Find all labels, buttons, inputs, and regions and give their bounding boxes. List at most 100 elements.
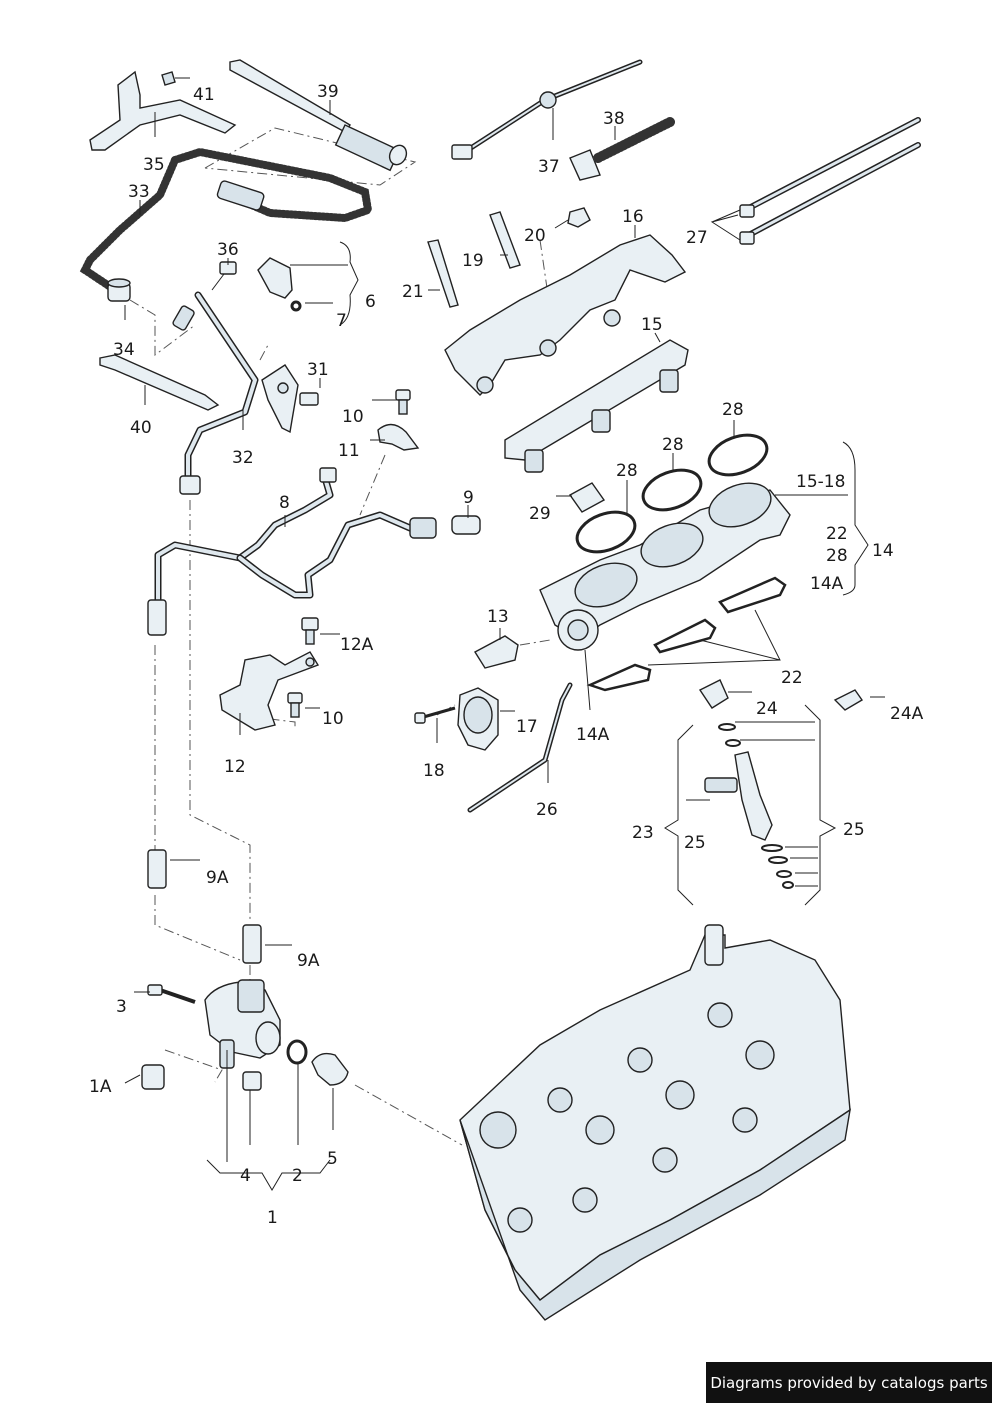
clip-24	[698, 679, 729, 709]
callout-21: 21	[402, 282, 424, 302]
clamp-11	[377, 423, 420, 451]
callout-20: 20	[524, 226, 546, 246]
leader-lines	[124, 77, 885, 1191]
fitting-9A-upper	[147, 849, 167, 889]
cable-tie-27	[739, 117, 921, 245]
callout-8: 8	[279, 493, 290, 513]
sensor-13	[474, 635, 519, 669]
callout-13: 13	[487, 607, 509, 627]
callout-14: 14	[872, 541, 894, 561]
callout-9A-upper: 9A	[206, 868, 229, 888]
fuel-rail-15	[504, 339, 689, 473]
injector-25	[704, 723, 794, 889]
callout-4: 4	[240, 1166, 251, 1186]
gasket-22	[586, 576, 787, 692]
callout-38: 38	[603, 109, 625, 129]
clip-24A	[833, 689, 864, 711]
callout-39: 39	[317, 82, 339, 102]
callout-37: 37	[538, 157, 560, 177]
callout-14A-lower: 14A	[576, 725, 610, 745]
callout-14A-side: 14A	[810, 574, 844, 594]
callout-22-lower: 22	[781, 668, 803, 688]
callout-18: 18	[423, 761, 445, 781]
callout-24: 24	[756, 699, 778, 719]
callout-29: 29	[529, 504, 551, 524]
sensor-on-hose	[216, 180, 265, 211]
bolt-10-upper	[395, 389, 411, 415]
sensor-6	[257, 257, 302, 312]
callout-34: 34	[113, 340, 135, 360]
pipe-32	[172, 291, 259, 495]
fitting-9A-lower	[242, 924, 262, 964]
callout-22-side: 22	[826, 524, 848, 544]
footer-credit: Diagrams provided by catalogs parts	[706, 1362, 992, 1403]
gasket-28-a	[707, 433, 769, 477]
callout-5: 5	[327, 1149, 338, 1169]
callout-11: 11	[338, 441, 360, 461]
holder-38	[569, 117, 675, 181]
plug-9	[451, 515, 481, 535]
callout-3: 3	[116, 997, 127, 1017]
sensor-39	[229, 59, 408, 172]
fitting-33	[107, 278, 131, 302]
seal-2	[286, 1039, 308, 1065]
callout-40: 40	[130, 418, 152, 438]
manifold-14	[539, 482, 791, 651]
callout-31: 31	[307, 360, 329, 380]
bracket-41	[89, 70, 237, 151]
callout-2: 2	[292, 1166, 303, 1186]
pump-1	[147, 979, 281, 1069]
manifold-16	[444, 234, 687, 396]
tappet-5	[311, 1052, 349, 1086]
callout-28-c: 28	[616, 461, 638, 481]
callout-28-b: 28	[662, 435, 684, 455]
gasket-28-c	[575, 510, 637, 554]
callout-35: 35	[143, 155, 165, 175]
callout-28-side: 28	[826, 546, 848, 566]
callout-10-lower: 10	[322, 709, 344, 729]
stud-21	[427, 239, 459, 308]
callout-26: 26	[536, 800, 558, 820]
braided-hose-35	[79, 147, 373, 294]
callout-19: 19	[462, 251, 484, 271]
screw-18	[414, 706, 456, 724]
harness-8	[147, 467, 437, 636]
cylinder-head	[459, 924, 851, 1321]
callout-33: 33	[128, 182, 150, 202]
callout-28-a: 28	[722, 400, 744, 420]
callout-27: 27	[686, 228, 708, 248]
callout-labels: 41 35 39 33 36 6 7 34 31 40 32 10 11 8 9…	[89, 82, 924, 1228]
plug-4	[242, 1071, 262, 1091]
callout-12: 12	[224, 757, 246, 777]
callout-17: 17	[516, 717, 538, 737]
callout-1: 1	[267, 1208, 278, 1228]
callout-15: 15	[641, 315, 663, 335]
callout-23: 23	[632, 823, 654, 843]
callout-10-upper: 10	[342, 407, 364, 427]
bolt-36	[211, 261, 237, 291]
callout-32: 32	[232, 448, 254, 468]
footer-text: Diagrams provided by catalogs parts	[710, 1373, 988, 1392]
callout-9: 9	[463, 488, 474, 508]
callout-1A: 1A	[89, 1077, 112, 1097]
callout-41: 41	[193, 85, 215, 105]
callout-36: 36	[217, 240, 239, 260]
nut-20	[567, 207, 591, 228]
bracket-31	[261, 364, 319, 434]
actuator-17	[457, 687, 499, 751]
bracket-12	[219, 651, 320, 731]
callout-15-18: 15-18	[796, 472, 845, 492]
pipe-26	[467, 682, 573, 813]
assembly-dash-lines	[129, 127, 551, 1146]
plug-1A	[141, 1064, 165, 1090]
callout-7: 7	[336, 311, 347, 331]
callout-6: 6	[365, 292, 376, 312]
stud-19	[489, 211, 521, 269]
callout-24A: 24A	[890, 704, 924, 724]
bolt-12A	[301, 617, 319, 645]
gasket-28-b	[641, 468, 703, 512]
cable-tie-37	[451, 59, 643, 160]
part-29	[568, 482, 606, 513]
shield-40	[99, 354, 220, 411]
